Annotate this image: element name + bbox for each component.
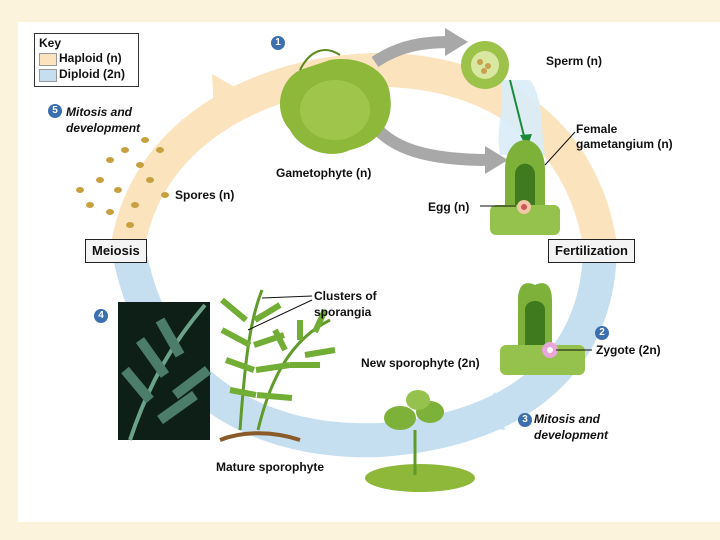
grey-arrow-sperm	[371, 36, 451, 68]
step-1-marker: 1	[271, 36, 285, 50]
female-gametangium	[490, 140, 560, 235]
haploid-arc	[111, 52, 617, 249]
step-4-marker: 4	[94, 309, 108, 323]
spores	[76, 137, 169, 228]
mitosis-3-line2: development	[534, 428, 609, 442]
step-3-marker: 3	[518, 413, 532, 427]
fern-sori-photo	[118, 302, 212, 441]
haploid-arrowhead	[212, 74, 244, 110]
new-sporophyte-label: New sporophyte (2n)	[361, 356, 480, 370]
fertilization-box: Fertilization	[548, 239, 635, 263]
sperm-label: Sperm (n)	[546, 54, 603, 68]
key-title: Key	[39, 36, 62, 50]
female-gametangium-line2: gametangium (n)	[576, 137, 673, 151]
water-stream	[498, 80, 545, 155]
clusters-line1: Clusters of	[314, 289, 377, 303]
slide-frame-top	[0, 0, 720, 22]
egg-label: Egg (n)	[428, 200, 470, 214]
gametophyte-label: Gametophyte (n)	[276, 166, 372, 180]
diploid-swatch	[39, 69, 57, 82]
zygote-label: Zygote (2n)	[596, 343, 661, 357]
clusters-leader-2	[247, 299, 313, 331]
spores-label: Spores (n)	[175, 188, 235, 202]
sperm-arrow	[509, 79, 526, 141]
gametophyte-thallus	[279, 49, 391, 154]
mitosis-3-line1: Mitosis and	[534, 412, 601, 426]
new-sporophyte	[365, 390, 475, 492]
meiosis-box: Meiosis	[85, 239, 147, 263]
haploid-label: Haploid (n)	[59, 51, 122, 65]
female-leader	[544, 131, 576, 166]
clusters-line2: sporangia	[314, 305, 372, 319]
zygote-archegonium	[500, 283, 585, 375]
grey-arrow-egg	[365, 116, 491, 166]
key-legend: Key Haploid (n) Diploid (2n)	[34, 33, 139, 87]
clusters-leader-1	[261, 295, 313, 299]
grey-arrow-egg-head	[485, 146, 508, 174]
slide-frame-bottom	[0, 522, 720, 540]
mitosis-5-line1: Mitosis and	[66, 105, 133, 119]
step-5-marker: 5	[48, 104, 62, 118]
antheridium	[461, 41, 509, 89]
step-2-marker: 2	[595, 326, 609, 340]
grey-arrow-sperm-head	[445, 28, 468, 56]
diploid-arrowhead	[470, 392, 505, 430]
haploid-swatch	[39, 53, 57, 66]
mature-sporophyte-label: Mature sporophyte	[216, 460, 325, 474]
mitosis-5-line2: development	[66, 121, 141, 135]
mature-sporophyte	[219, 289, 336, 442]
female-gametangium-line1: Female	[576, 122, 618, 136]
diploid-label: Diploid (2n)	[59, 67, 125, 81]
